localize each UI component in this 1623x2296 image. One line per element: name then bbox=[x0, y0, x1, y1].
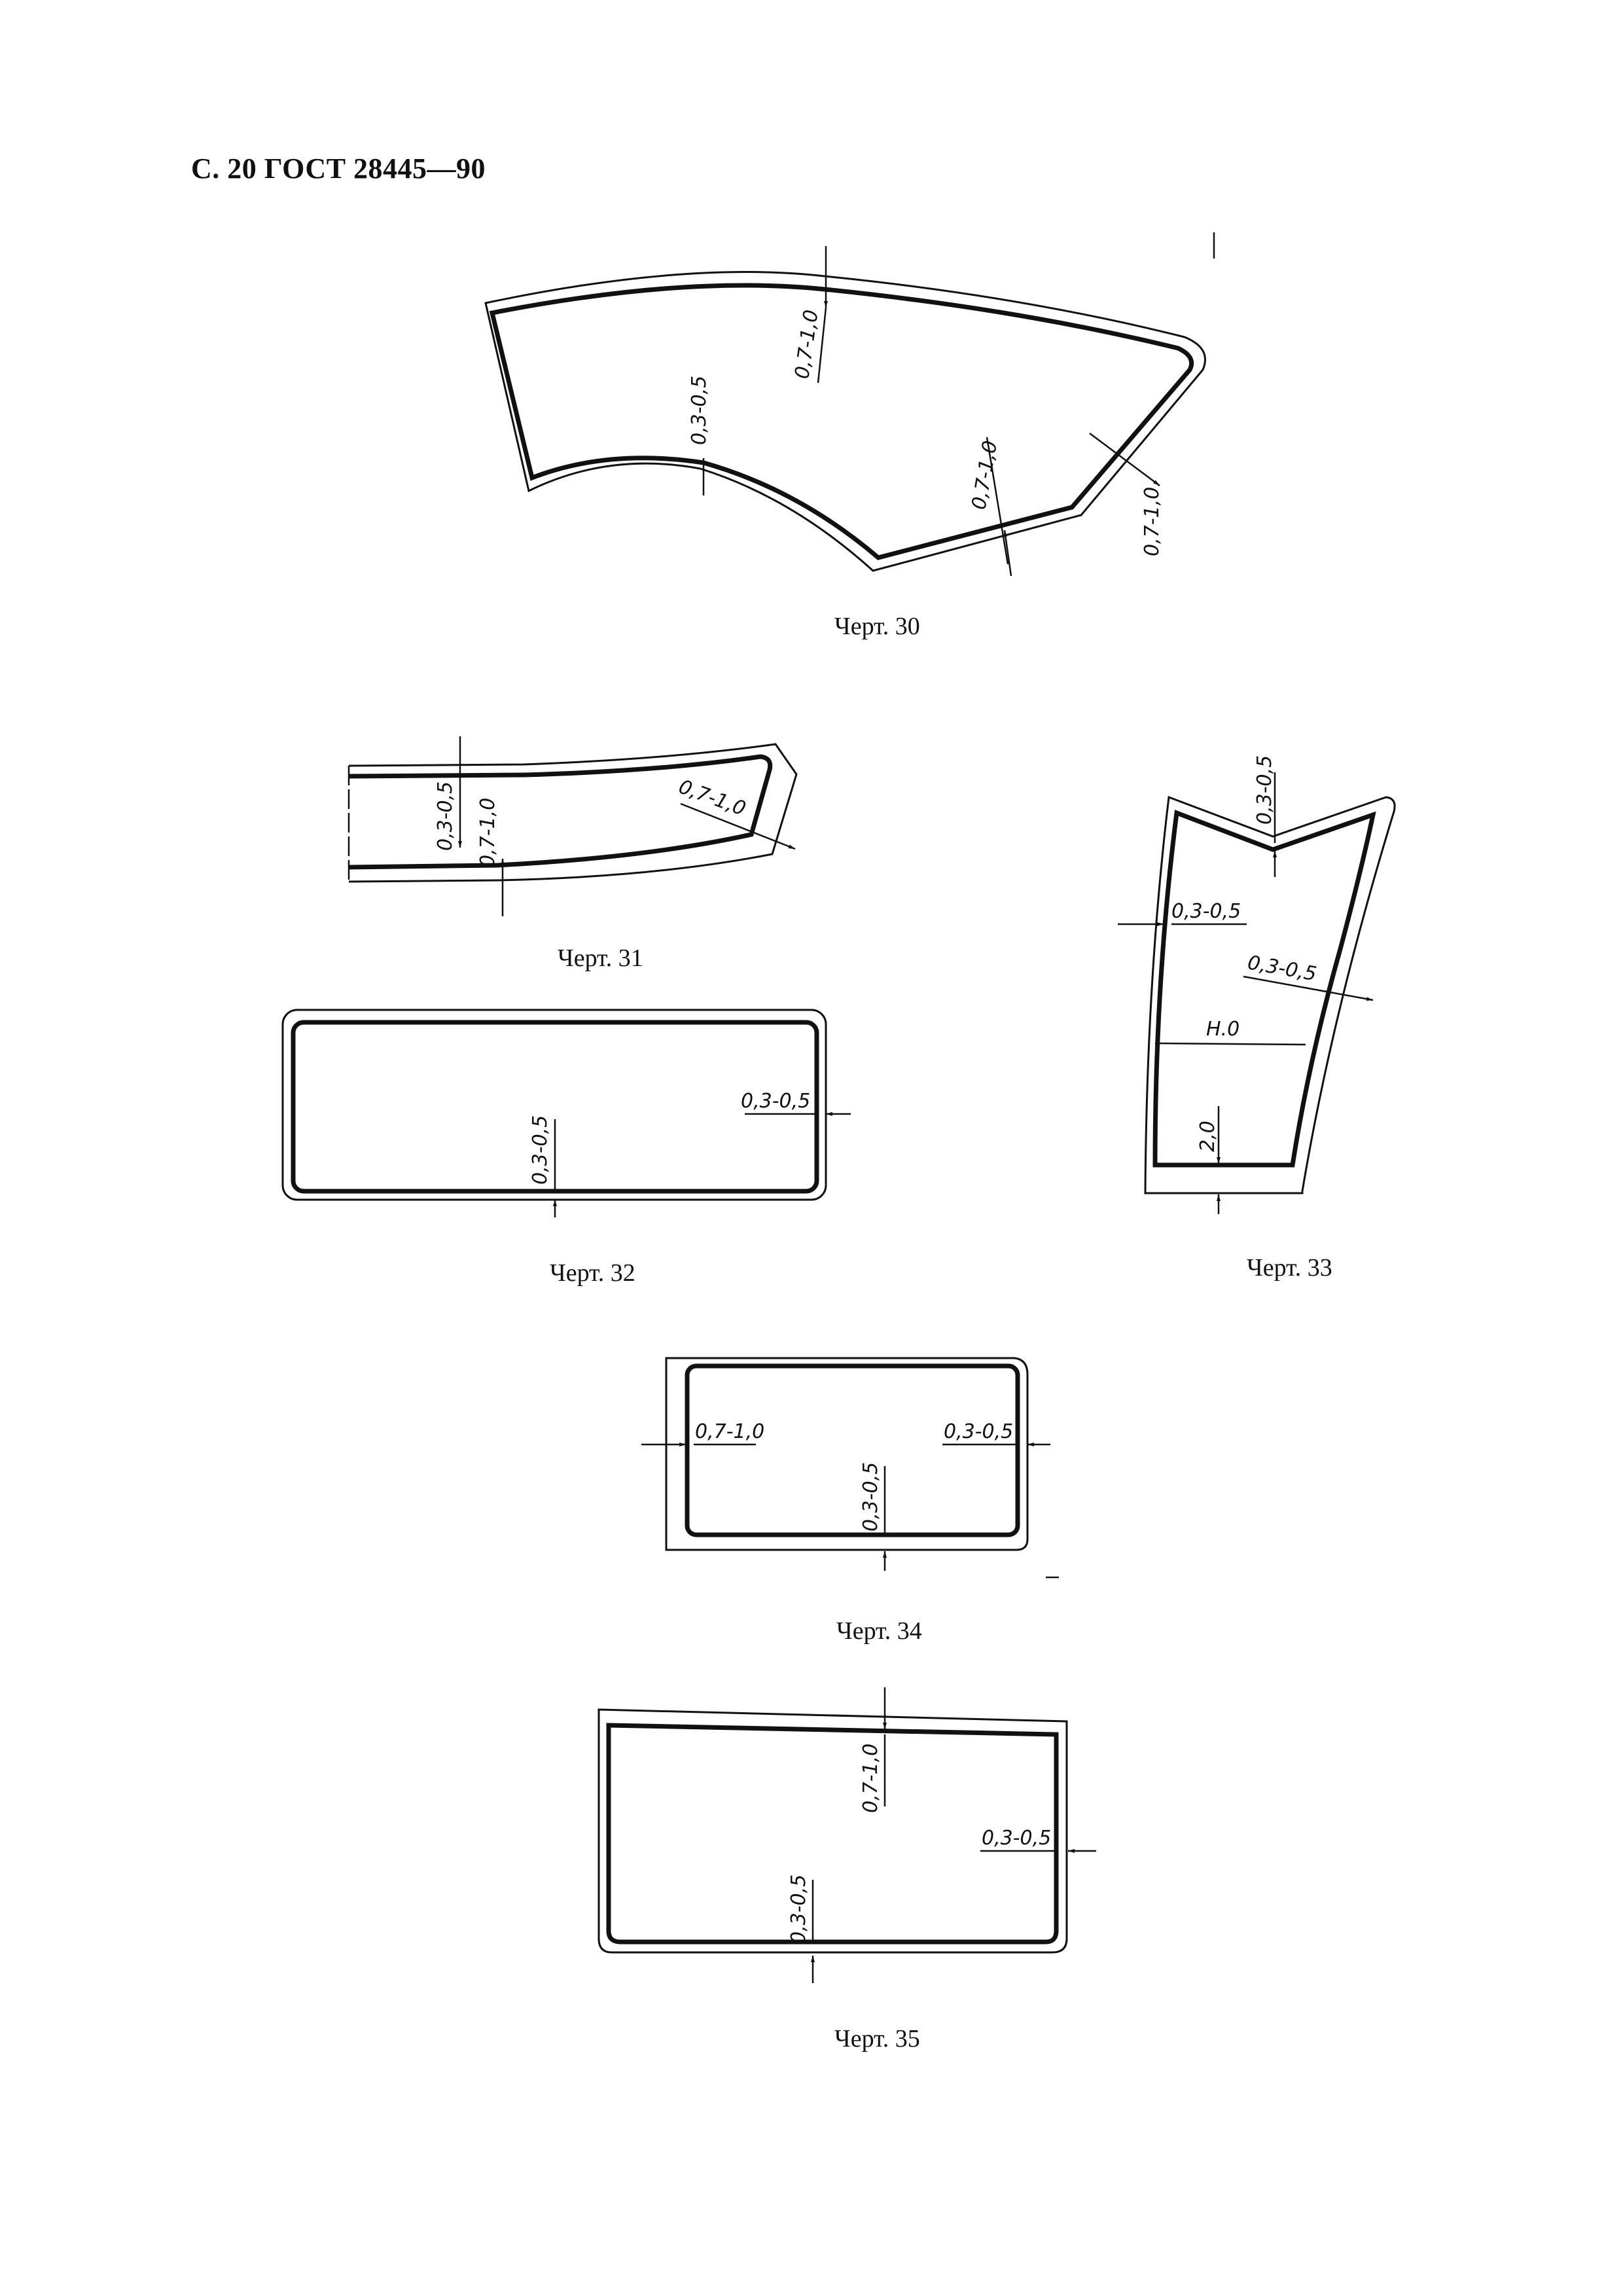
figure-31: 0,3-0,5 0,7-1,0 0,7-1,0 bbox=[348, 736, 798, 916]
fig31-dim-1: 0,3-0,5 bbox=[434, 781, 457, 851]
fig30-inner-contour bbox=[489, 283, 1194, 560]
fig33-zero-label: Н.0 bbox=[1206, 1018, 1240, 1041]
fig32-dim-1: 0,3-0,5 bbox=[741, 1090, 810, 1113]
fig30-dim-2: 0,3-0,5 bbox=[688, 376, 711, 445]
fig34-outer-contour bbox=[665, 1357, 1029, 1551]
page-header: С. 20 ГОСТ 28445—90 bbox=[191, 152, 486, 185]
caption-fig-34: Черт. 34 bbox=[836, 1617, 922, 1645]
fig33-zero-line bbox=[1154, 1042, 1306, 1046]
fig31-dim-line-3 bbox=[680, 802, 796, 850]
caption-fig-35: Черт. 35 bbox=[834, 2025, 920, 2053]
fig30-dim-leader-1 bbox=[817, 307, 827, 384]
figure-35: 0,7-1,0 0,3-0,5 0,3-0,5 bbox=[597, 1687, 1096, 1983]
fig33-dim-2: 0,3-0,5 bbox=[1171, 900, 1241, 923]
fig35-dim-1: 0,7-1,0 bbox=[859, 1744, 882, 1813]
fig34-dim-2: 0,3-0,5 bbox=[859, 1462, 882, 1532]
fig35-outer-contour bbox=[597, 1708, 1068, 1954]
figure-34: 0,7-1,0 0,3-0,5 0,3-0,5 bbox=[641, 1357, 1059, 1579]
fig32-dim-2: 0,3-0,5 bbox=[529, 1115, 552, 1185]
fig33-dim-line-3 bbox=[1243, 975, 1374, 1001]
fig31-dim-3: 0,7-1,0 bbox=[675, 776, 749, 821]
fig35-inner-contour bbox=[606, 1723, 1059, 1945]
fig30-dim-line-3 bbox=[986, 437, 1009, 565]
fig34-dim-3: 0,3-0,5 bbox=[944, 1420, 1013, 1443]
fig31-dim-2: 0,7-1,0 bbox=[476, 798, 499, 867]
figure-33: 0,3-0,5 0,3-0,5 0,3-0,5 Н.0 2,0 bbox=[1118, 755, 1396, 1214]
caption-fig-33: Черт. 33 bbox=[1247, 1254, 1332, 1282]
fig33-dim-5: 2,0 bbox=[1196, 1121, 1219, 1152]
fig35-dim-2: 0,3-0,5 bbox=[787, 1874, 810, 1944]
fig33-dim-3: 0,3-0,5 bbox=[1246, 951, 1319, 986]
fig30-dim-4: 0,7-1,0 bbox=[1141, 487, 1164, 556]
fig31-inner-contour bbox=[348, 754, 773, 870]
fig33-outer-contour bbox=[1144, 795, 1396, 1194]
fig30-dim-1: 0,7-1,0 bbox=[791, 308, 823, 380]
fig34-inner-contour bbox=[685, 1363, 1020, 1537]
fig33-inner-contour bbox=[1152, 810, 1376, 1168]
caption-fig-32: Черт. 32 bbox=[550, 1259, 635, 1287]
caption-fig-30: Черт. 30 bbox=[834, 613, 920, 640]
figure-30: 0,7-1,0 0,3-0,5 0,7-1,0 0,7-1,0 bbox=[484, 232, 1215, 577]
fig30-outer-contour bbox=[484, 271, 1206, 572]
fig33-dim-1: 0,3-0,5 bbox=[1253, 755, 1276, 825]
fig34-dim-1: 0,7-1,0 bbox=[695, 1420, 764, 1443]
fig35-dim-3: 0,3-0,5 bbox=[982, 1827, 1051, 1850]
fig31-outer-contour bbox=[348, 743, 798, 883]
fig30-dim-arrow-3 bbox=[1003, 529, 1012, 577]
fig30-dim-line-4 bbox=[1089, 432, 1160, 487]
caption-fig-31: Черт. 31 bbox=[558, 944, 643, 972]
figure-32: 0,3-0,5 0,3-0,5 bbox=[281, 1009, 851, 1217]
